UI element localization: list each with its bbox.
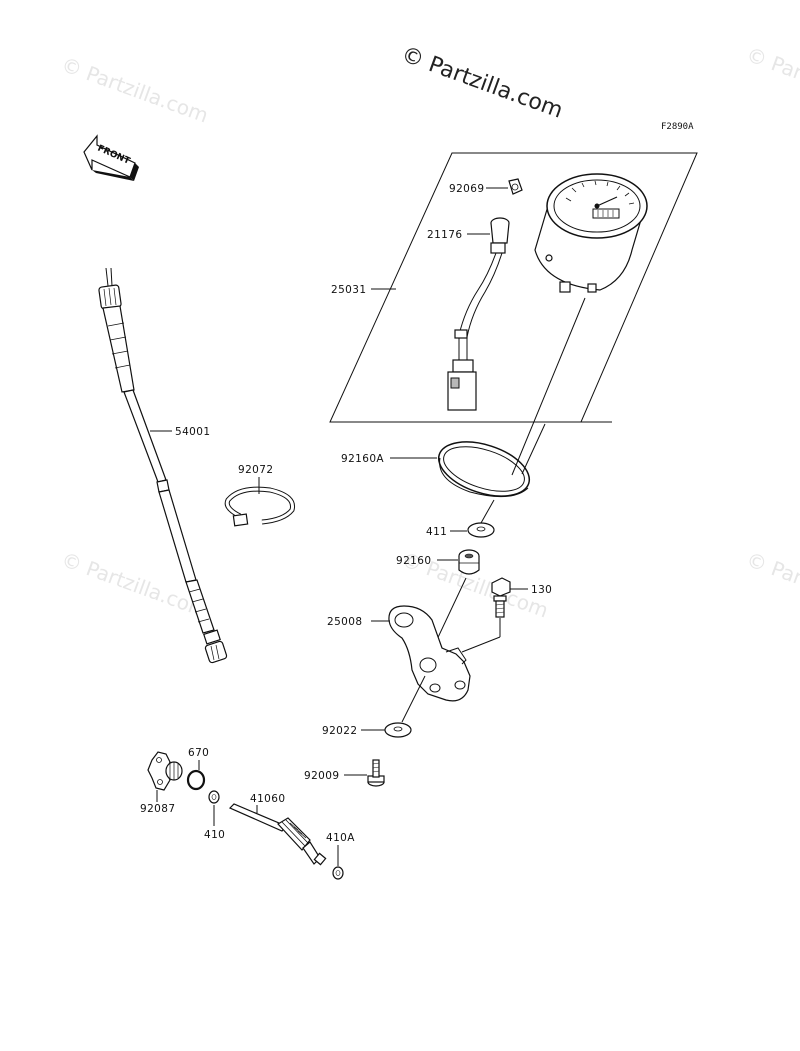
- meter-alignment-line: [511, 297, 586, 476]
- callout-54001: 54001: [175, 426, 210, 438]
- alignment-411: [480, 499, 495, 524]
- callout-92072: 92072: [238, 464, 273, 476]
- housing-92087: [147, 751, 183, 791]
- clamp-92072: [224, 486, 296, 527]
- callout-25031: 25031: [331, 284, 366, 296]
- washer-92022: [384, 722, 412, 738]
- speedometer-cable-54001: [98, 267, 228, 664]
- washer-410A: [332, 866, 344, 880]
- damper-92160: [458, 549, 480, 575]
- washer-411: [467, 522, 495, 538]
- callout-92009: 92009: [304, 770, 339, 782]
- watermark-main: © Partzilla.com: [398, 42, 566, 124]
- callout-411: 411: [426, 526, 447, 538]
- speedometer-meter: [534, 173, 648, 293]
- callout-92160: 92160: [396, 555, 431, 567]
- watermark-faint: © Partzilla.com: [743, 547, 800, 622]
- watermark-faint: © Partzilla.com: [58, 52, 211, 127]
- callout-92022: 92022: [322, 725, 357, 737]
- callout-130: 130: [531, 584, 552, 596]
- bulb-92069: [508, 178, 523, 195]
- alignment-92022: [401, 675, 426, 723]
- callout-410A: 410A: [326, 832, 355, 844]
- front-arrow-icon: FRONT: [83, 134, 139, 181]
- callout-410: 410: [204, 829, 225, 841]
- callout-41060: 41060: [250, 793, 285, 805]
- bracket-25008: [388, 605, 471, 702]
- callout-92069: 92069: [449, 183, 484, 195]
- socket-wire-21176: [447, 217, 510, 411]
- screw-92009: [367, 759, 385, 787]
- callout-92160A: 92160A: [341, 453, 384, 465]
- callout-670: 670: [188, 747, 209, 759]
- alignment-130-b: [461, 636, 501, 653]
- callout-92087: 92087: [140, 803, 175, 815]
- watermark-faint: © Partzilla.com: [743, 42, 800, 117]
- bolt-130: [491, 577, 511, 618]
- callout-21176: 21176: [427, 229, 462, 241]
- callout-25008: 25008: [327, 616, 362, 628]
- meter-alignment-line-2: [521, 423, 546, 475]
- pinion-gear-41060: [228, 803, 327, 866]
- grommet-92160A: [437, 441, 531, 498]
- figure-code: F2890A: [661, 122, 694, 132]
- oring-670: [186, 769, 206, 791]
- washer-410: [208, 790, 220, 804]
